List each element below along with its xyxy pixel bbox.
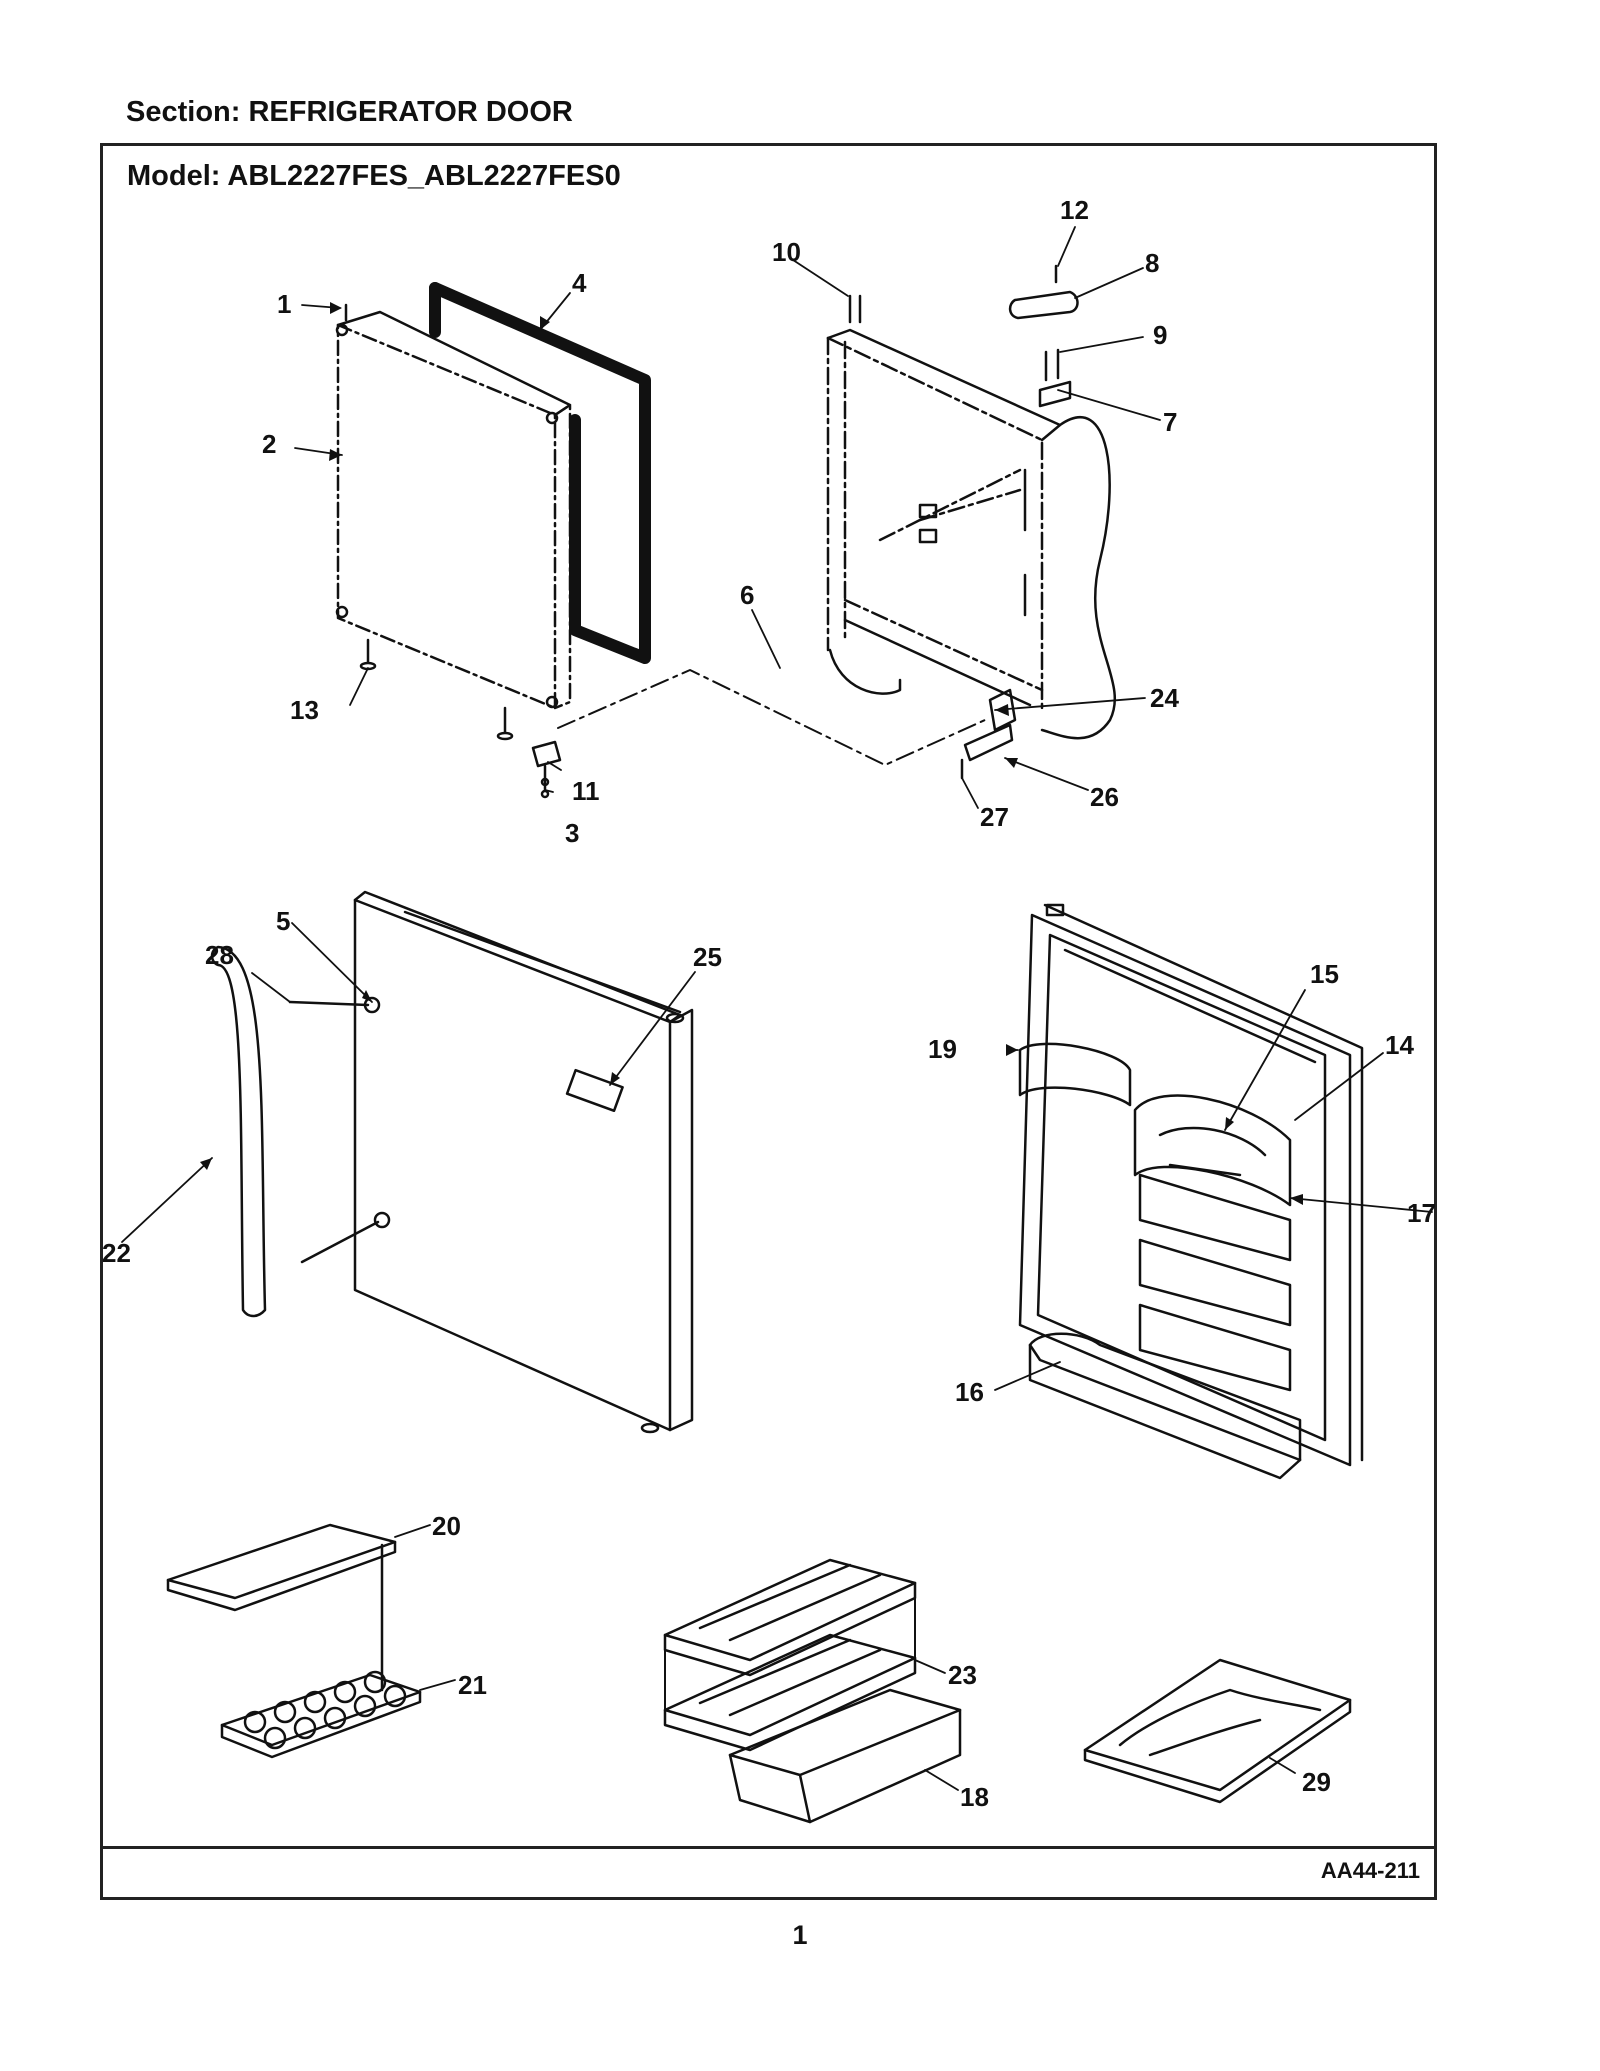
callout-13: 13: [290, 695, 319, 725]
callout-16: 16: [955, 1377, 984, 1407]
handle-screws: [288, 996, 391, 1264]
cabinet-section: [826, 294, 1116, 780]
leader-arrowheads: [200, 302, 1303, 1205]
door-handle: [210, 945, 267, 1318]
callout-12: 12: [1060, 195, 1089, 225]
leader-lines: [121, 226, 1433, 1791]
assembly-guide-line: [557, 669, 986, 766]
drawing-code: AA44-211: [1320, 1858, 1420, 1883]
callout-1: 1: [277, 289, 291, 319]
callout-7: 7: [1163, 407, 1177, 437]
door-exterior: [353, 890, 694, 1434]
callout-5: 5: [276, 906, 290, 936]
callout-27: 27: [980, 802, 1009, 832]
callout-17: 17: [1407, 1198, 1436, 1228]
page-number: 1: [792, 1920, 808, 1950]
door-gasket: [429, 282, 651, 664]
callout-26: 26: [1090, 782, 1119, 812]
callout-21: 21: [458, 1670, 487, 1700]
door-panel-exploded: [335, 303, 572, 741]
callout-22: 22: [102, 1238, 131, 1268]
dairy-compartment: [1133, 1094, 1292, 1207]
door-shelves: [1018, 1042, 1302, 1480]
ice-trays: [663, 1558, 917, 1752]
callout-14: 14: [1385, 1030, 1414, 1060]
egg-tray: [220, 1670, 422, 1759]
ice-bin: [728, 1688, 962, 1824]
callout-28: 28: [205, 940, 234, 970]
callout-4: 4: [572, 268, 587, 298]
callout-8: 8: [1145, 248, 1159, 278]
egg-tray-cover: [166, 1523, 397, 1692]
callout-2: 2: [262, 429, 276, 459]
top-hinge-assembly: [1008, 264, 1079, 408]
callout-23: 23: [948, 1660, 977, 1690]
wine-rack: [1083, 1658, 1352, 1804]
callout-29: 29: [1302, 1767, 1331, 1797]
hinge-bottom-assembly: [531, 740, 562, 799]
callout-19: 19: [928, 1034, 957, 1064]
model-title: Model: ABL2227FES_ABL2227FES0: [127, 160, 621, 192]
callout-15: 15: [1310, 959, 1339, 989]
callout-25: 25: [693, 942, 722, 972]
callout-11: 11: [572, 776, 600, 806]
footer-divider: [103, 1846, 1434, 1849]
callout-3: 3: [565, 818, 579, 848]
diagram-frame: Model: ABL2227FES_ABL2227FES0 AA44-211: [100, 143, 1437, 1900]
callout-6: 6: [740, 580, 754, 610]
callout-24: 24: [1150, 683, 1179, 713]
callout-10: 10: [772, 237, 801, 267]
callout-20: 20: [432, 1511, 461, 1541]
section-title: Section: REFRIGERATOR DOOR: [126, 96, 573, 128]
callout-18: 18: [960, 1782, 989, 1812]
callout-9: 9: [1153, 320, 1167, 350]
door-liner: [1018, 903, 1364, 1467]
